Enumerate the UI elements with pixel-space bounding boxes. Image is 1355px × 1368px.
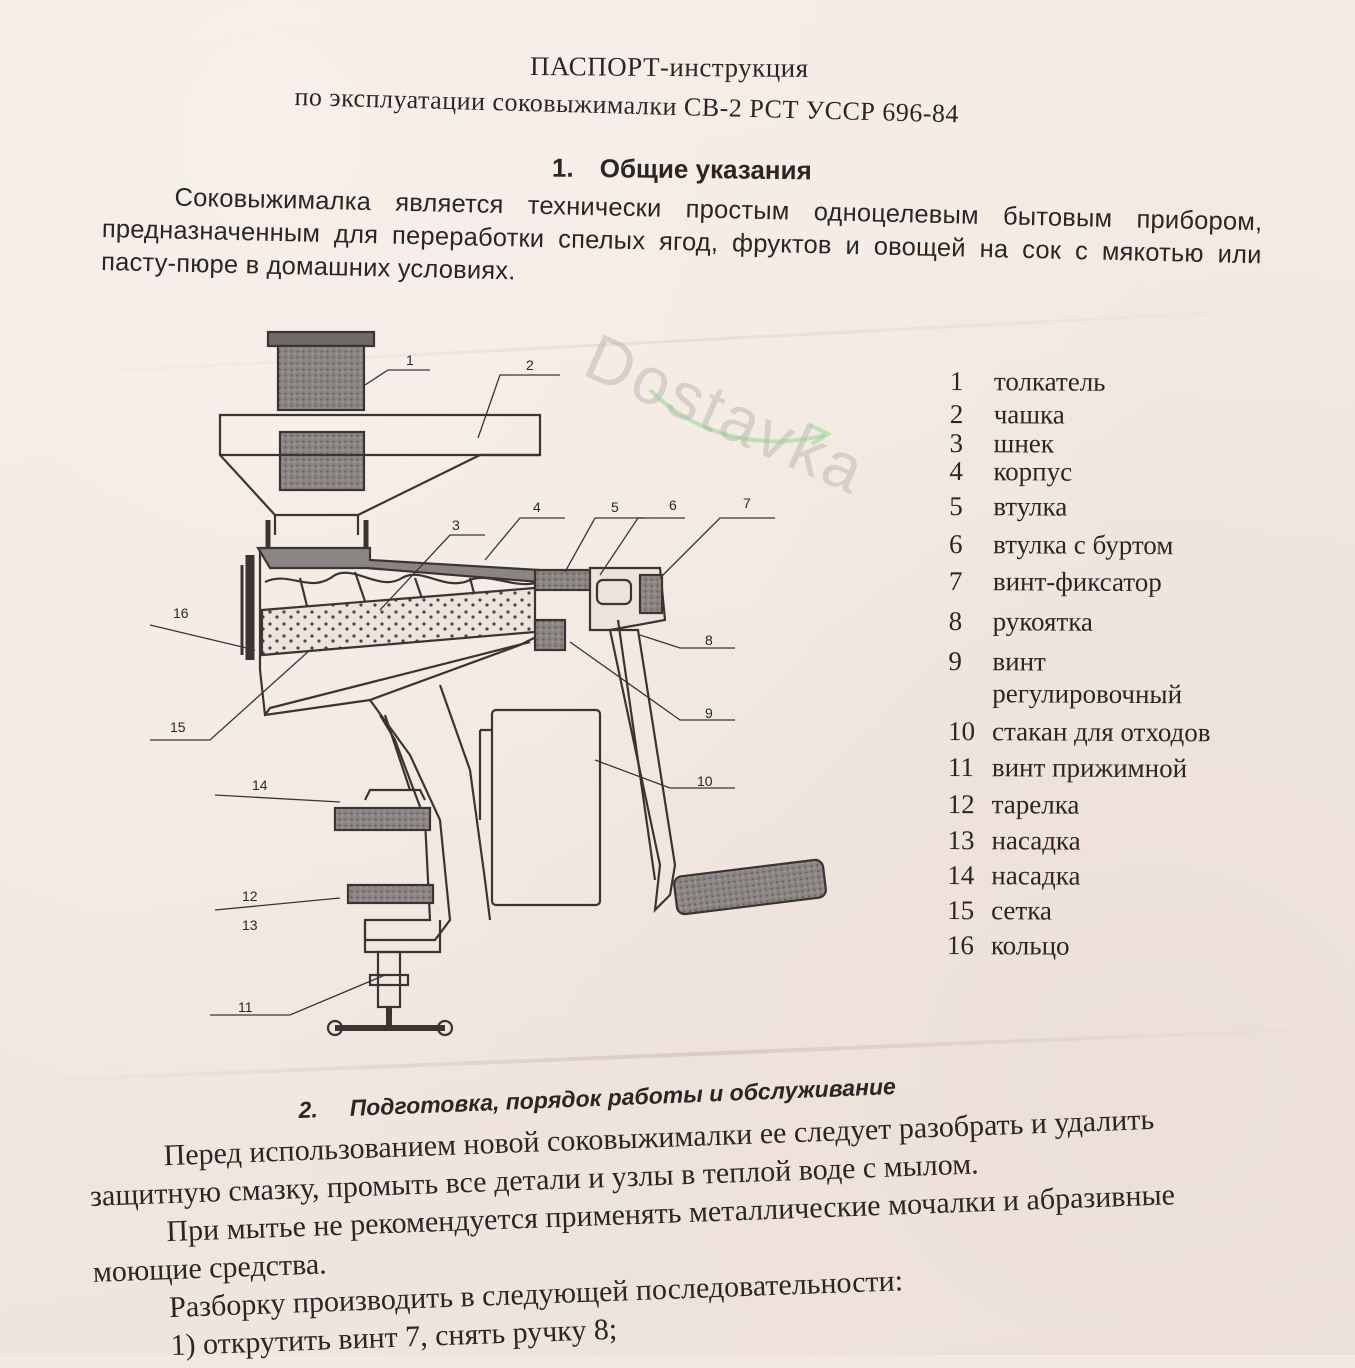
legend-item: регулировочный <box>948 678 1182 710</box>
legend-label: винт <box>992 646 1046 676</box>
legend-label: втулка с буртом <box>993 529 1174 560</box>
body-part <box>258 548 540 582</box>
legend-label: регулировочный <box>992 678 1182 709</box>
callout-16: 16 <box>173 605 189 621</box>
pusher-part <box>280 432 364 490</box>
legend-label: корпус <box>993 456 1072 486</box>
callout-5: 5 <box>611 499 619 515</box>
legend-label: рукоятка <box>993 606 1093 637</box>
callout-11: 11 <box>238 999 253 1015</box>
callout-7: 7 <box>743 495 751 511</box>
legend-label: шнек <box>994 428 1055 458</box>
legend-number: 12 <box>948 789 992 820</box>
legend-number: 10 <box>948 716 992 747</box>
bowl-part <box>220 415 540 515</box>
legend-label: винт прижимной <box>992 752 1187 783</box>
attachment-part <box>335 808 430 830</box>
waste-cup-part <box>492 710 600 905</box>
legend-number: 3 <box>950 428 994 459</box>
fixator-screw-part <box>640 575 662 613</box>
clamp-part <box>365 920 440 952</box>
section2-line-text: моющие средства. <box>92 1247 327 1289</box>
legend-number: 15 <box>947 895 991 926</box>
mesh-part <box>262 588 535 655</box>
legend-number: 13 <box>947 825 991 856</box>
legend-label: толкатель <box>994 366 1106 397</box>
callout-12: 12 <box>242 888 258 904</box>
paragraph-indent <box>102 204 174 206</box>
callout-1: 1 <box>406 352 414 368</box>
section2-body: Перед использованием новой соковыжималки… <box>88 1096 1306 1368</box>
document-title: ПАСПОРТ-инструкция <box>530 51 809 84</box>
legend-label: насадка <box>991 860 1080 890</box>
legend-number: 5 <box>949 491 993 522</box>
pusher-part <box>278 346 364 410</box>
callout-4: 4 <box>533 499 541 515</box>
callout-8: 8 <box>705 632 713 648</box>
legend-number: 1 <box>950 366 994 397</box>
bushing-part <box>535 570 590 590</box>
handle-part <box>610 630 675 910</box>
legend-label: втулка <box>993 491 1067 521</box>
legend-label: стакан для отходов <box>992 716 1211 747</box>
callout-14: 14 <box>252 777 268 793</box>
paragraph-indent <box>89 1165 164 1168</box>
legend-number: 9 <box>948 646 992 677</box>
paragraph-indent <box>96 1355 171 1358</box>
legend-number: 11 <box>948 752 992 783</box>
callout-3: 3 <box>452 517 460 533</box>
legend-label: кольцо <box>991 930 1070 960</box>
bushing-part <box>535 620 565 650</box>
section1-title: Общие указания <box>600 153 812 185</box>
callout-10: 10 <box>697 773 713 789</box>
callout-13: 13 <box>242 917 258 933</box>
callout-15: 15 <box>170 719 186 735</box>
legend-number: 4 <box>949 456 993 487</box>
section1-number: 1. <box>552 153 574 183</box>
legend-number: 7 <box>949 566 993 597</box>
paragraph-indent <box>95 1317 170 1320</box>
attachment-part <box>348 885 433 903</box>
legend-label: сетка <box>991 895 1052 925</box>
callout-2: 2 <box>526 357 534 373</box>
legend-number: 2 <box>950 399 994 430</box>
legend-number: 16 <box>947 930 991 961</box>
section2-number: 2. <box>298 1096 318 1123</box>
pusher-part <box>268 332 374 346</box>
paragraph-indent <box>92 1241 167 1244</box>
watermark-swoosh-icon <box>640 380 840 460</box>
legend-label: винт-фиксатор <box>993 566 1162 597</box>
legend-number: 6 <box>949 529 993 560</box>
legend-label: чашка <box>994 399 1065 429</box>
callout-9: 9 <box>705 705 713 721</box>
section1-heading: 1. Общие указания <box>552 153 812 187</box>
legend-label: тарелка <box>992 789 1080 819</box>
legend-number: 14 <box>947 860 991 891</box>
callout-6: 6 <box>669 497 677 513</box>
legend-label: насадка <box>991 825 1080 855</box>
legend-number: 8 <box>949 606 993 637</box>
handle-grip <box>673 859 827 915</box>
